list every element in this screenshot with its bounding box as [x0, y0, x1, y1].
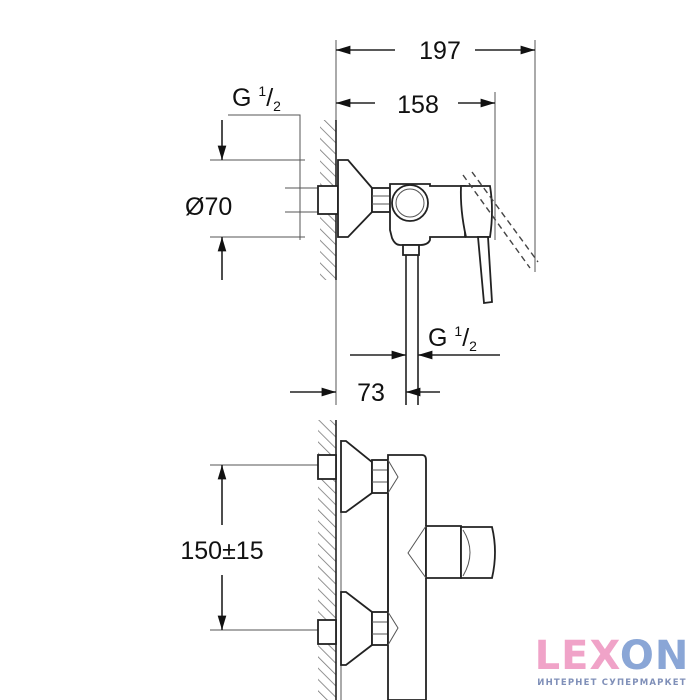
logo-brand-blue: ON — [619, 633, 690, 679]
dim-197: 197 — [419, 37, 461, 65]
dim-150-15: 150±15 — [180, 537, 263, 565]
top-view: 150±15 — [180, 420, 496, 700]
logo-brand-pink: LEX — [534, 633, 620, 679]
dim-158: 158 — [397, 91, 439, 119]
side-view: 197 158 G 1/2 Ø70 G 1/2 73 — [185, 37, 539, 407]
dim-thread-inlet: G 1/2 — [232, 83, 281, 114]
logo-tagline: ИНТЕРНЕТ СУПЕРМАРКЕТ — [537, 678, 687, 688]
lexon-watermark: LEXON ИНТЕРНЕТ СУПЕРМАРКЕТ — [532, 636, 692, 688]
dim-diameter-70: Ø70 — [185, 193, 232, 221]
dim-73: 73 — [357, 379, 385, 407]
dim-thread-outlet: G 1/2 — [428, 323, 477, 354]
